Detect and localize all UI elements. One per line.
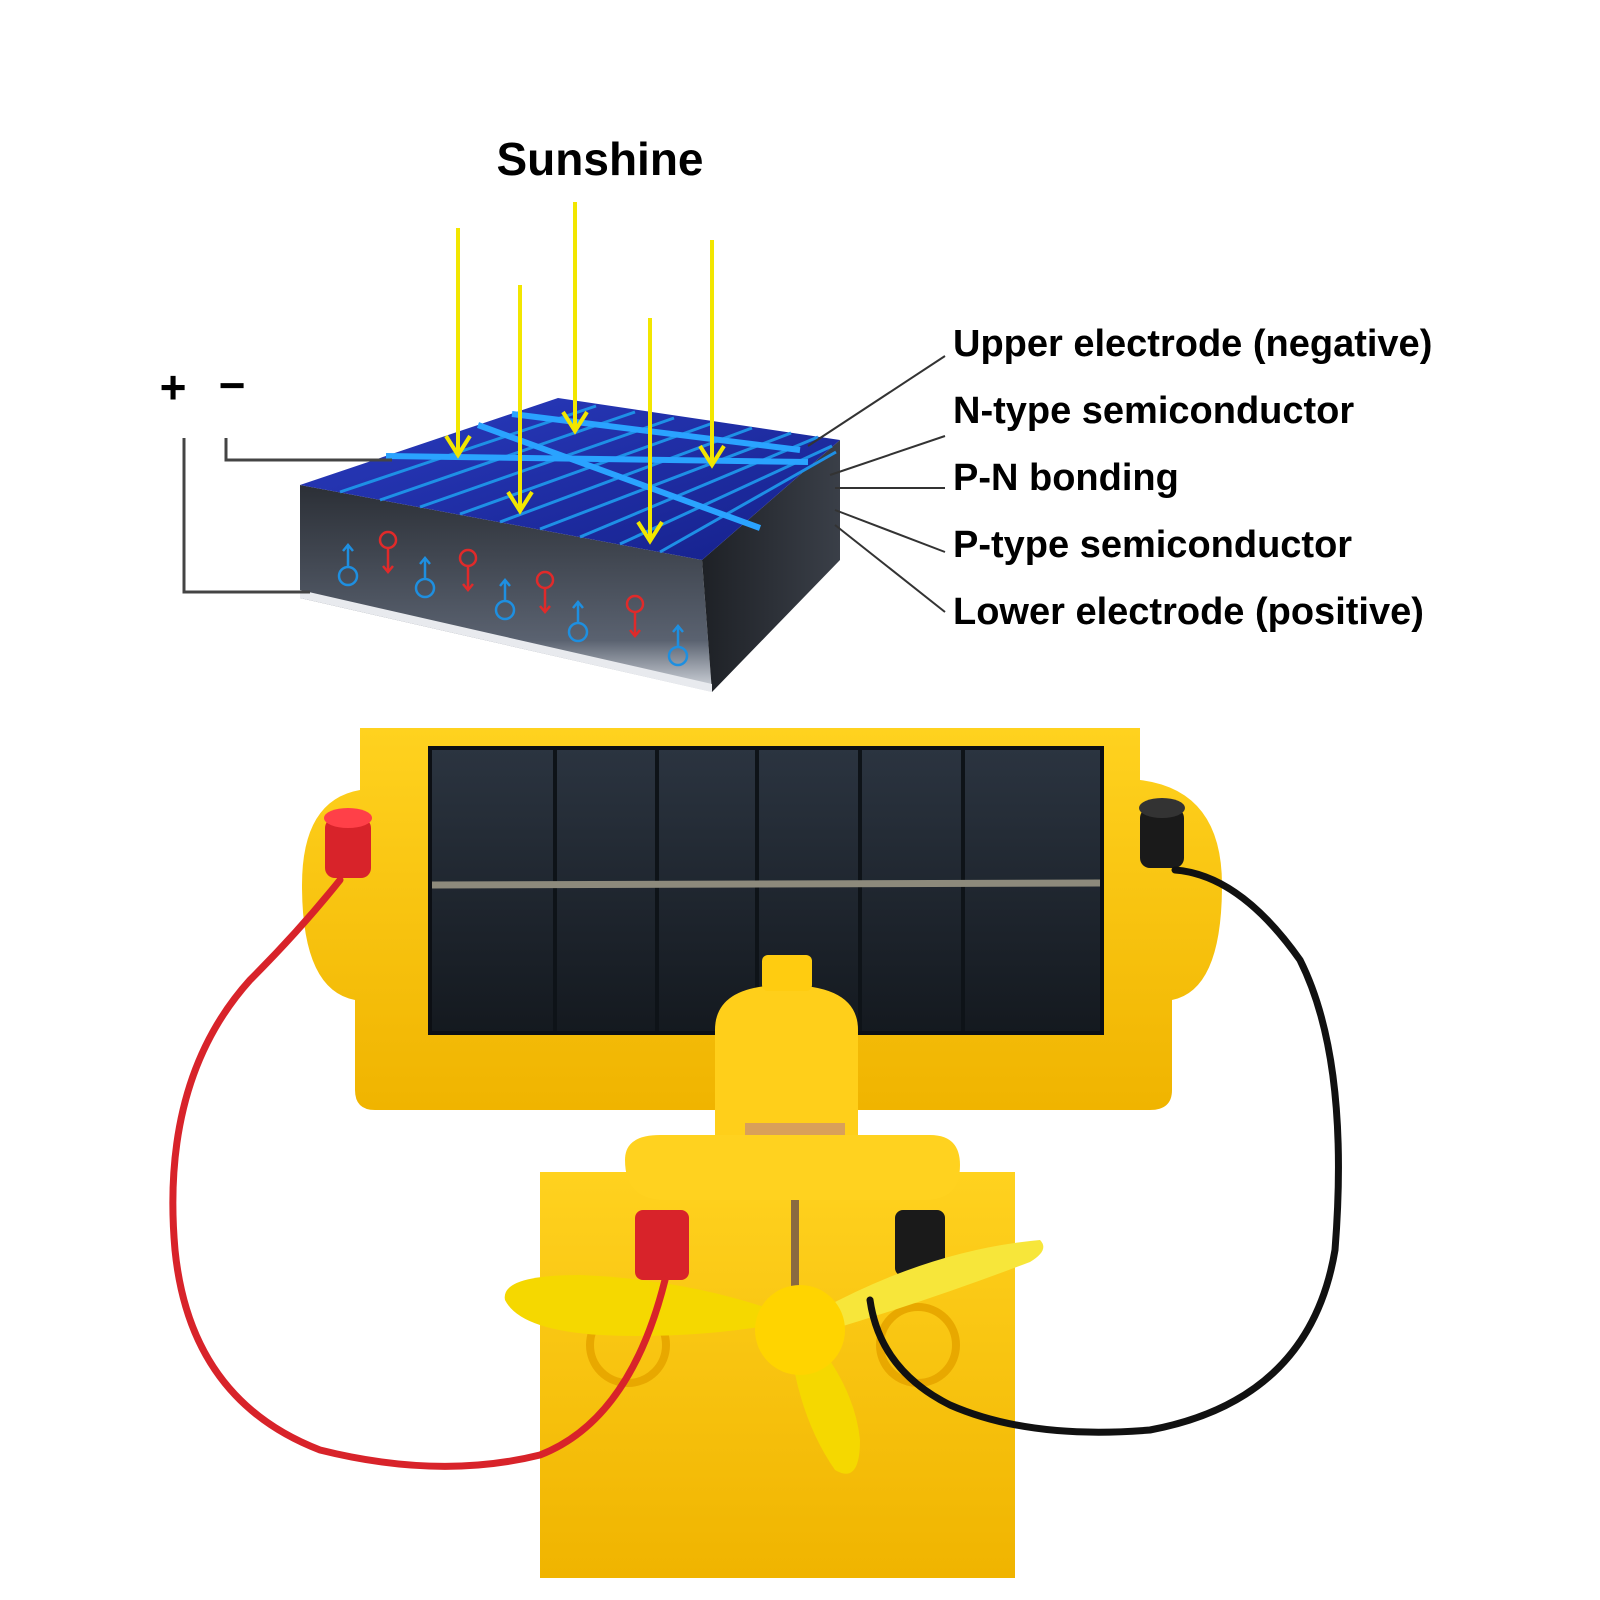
panel-black-terminal bbox=[1139, 798, 1185, 868]
motor-housing bbox=[625, 955, 960, 1300]
cell-bus-bars bbox=[385, 411, 809, 531]
positive-terminal-label: + bbox=[160, 361, 187, 413]
motor-black-terminal bbox=[895, 1210, 945, 1276]
black-wire bbox=[866, 866, 1342, 1436]
layer-leader-lines bbox=[807, 355, 946, 613]
layer-label-lower-electrode: Lower electrode (positive) bbox=[953, 591, 1424, 633]
layer-label-p-type: P-type semiconductor bbox=[953, 524, 1352, 566]
solar-cell-block bbox=[300, 398, 840, 692]
negative-wire bbox=[224, 438, 392, 462]
solar-panel-cells bbox=[553, 750, 965, 1031]
negative-terminal-label: − bbox=[219, 359, 246, 411]
sun-ray-arrow bbox=[506, 285, 534, 515]
layer-label-upper-electrode: Upper electrode (negative) bbox=[953, 323, 1432, 365]
layer-labels: Upper electrode (negative) N-type semico… bbox=[953, 323, 1432, 633]
panel-red-terminal bbox=[324, 808, 372, 878]
motor-red-terminal bbox=[635, 1210, 689, 1280]
charge-carriers bbox=[337, 530, 689, 667]
diagram-title: Sunshine bbox=[496, 133, 703, 185]
layer-label-n-type: N-type semiconductor bbox=[953, 390, 1354, 432]
lower-electrode-strip bbox=[300, 590, 712, 692]
fan-propeller bbox=[504, 1240, 1044, 1474]
layer-label-pn-bonding: P-N bonding bbox=[953, 457, 1179, 499]
sun-ray-arrow bbox=[444, 228, 472, 459]
cell-right-face bbox=[702, 440, 840, 692]
sun-rays bbox=[444, 202, 726, 545]
sun-ray-arrow bbox=[636, 318, 664, 545]
solar-panel-busbar bbox=[431, 879, 1101, 889]
solar-cell-diagram: Sunshine bbox=[160, 133, 1432, 692]
red-wire bbox=[169, 876, 669, 1470]
positive-wire bbox=[182, 438, 310, 594]
sun-ray-arrow bbox=[698, 240, 726, 469]
sun-ray-arrow bbox=[561, 202, 589, 435]
solar-fan-kit-photo bbox=[169, 728, 1342, 1578]
